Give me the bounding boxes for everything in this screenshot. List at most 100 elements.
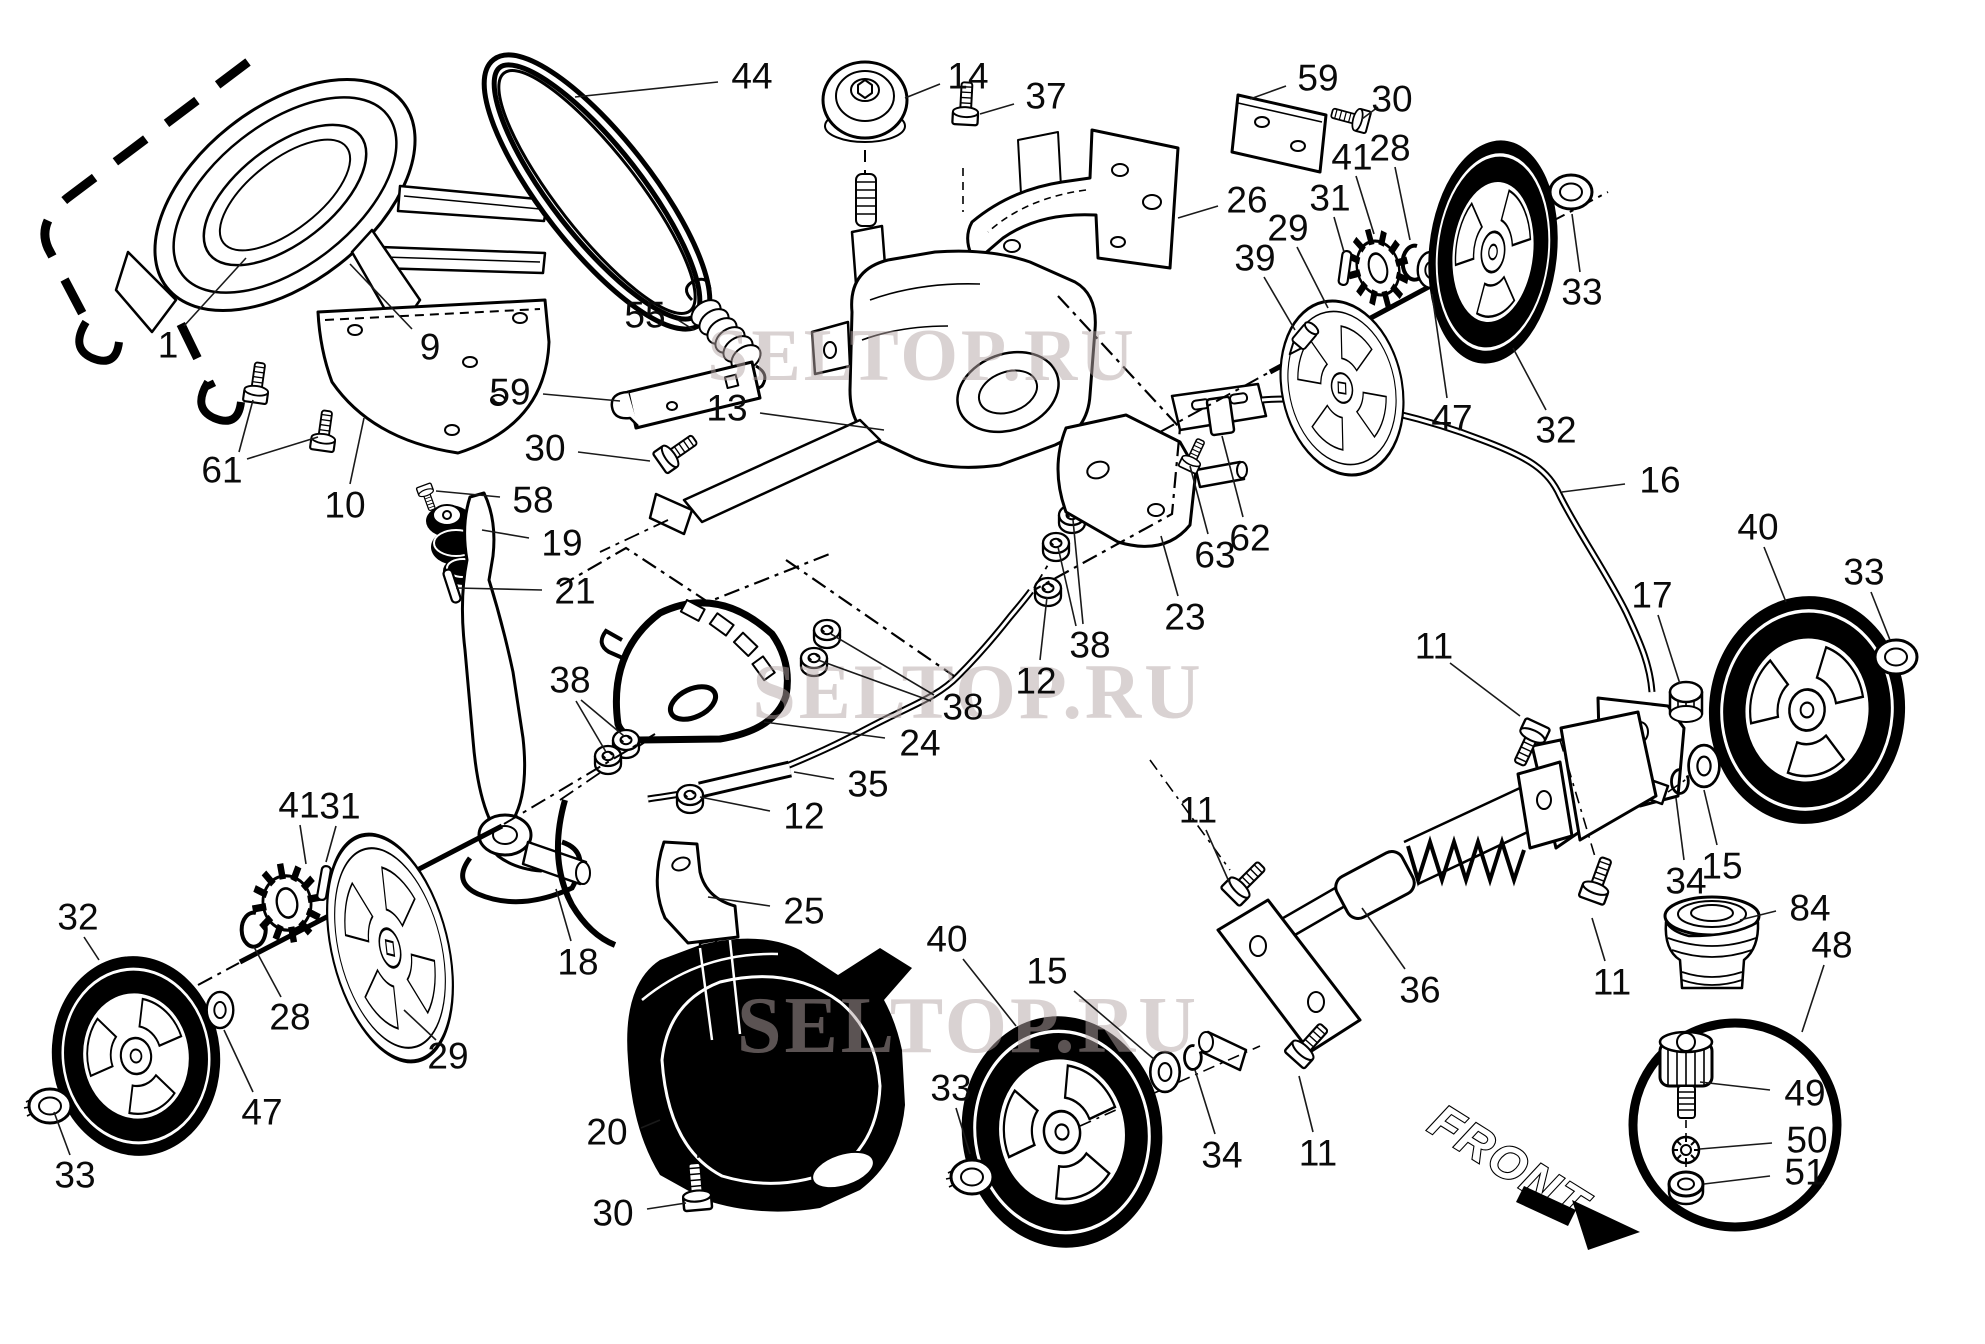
part-number-label: 84 (1789, 888, 1830, 929)
callout-10: 10 (324, 417, 366, 526)
part-number-label: 34 (1665, 861, 1706, 902)
leader-line (325, 825, 337, 863)
part-number-label: 23 (1164, 597, 1205, 638)
front-arrow-shaft (1516, 1186, 1576, 1226)
leader-line (349, 263, 413, 330)
callout-34: 34 (1194, 1069, 1243, 1176)
callout-15: 15 (1026, 951, 1156, 1061)
cap-part33-bottom (944, 1158, 995, 1196)
wheel-part40-right (1699, 587, 1915, 833)
serrated-cover-part24 (599, 599, 791, 744)
part-number-label: 41 (1331, 137, 1372, 178)
callout-44: 44 (574, 56, 773, 98)
leader-line (1431, 293, 1448, 399)
part-number-label: 29 (427, 1036, 468, 1077)
callout-16: 16 (1561, 460, 1681, 501)
part-number-label: 19 (541, 523, 582, 564)
leader-line (83, 936, 100, 961)
callout-24: 24 (763, 721, 941, 764)
callout-11: 11 (1591, 917, 1631, 1003)
leader-line (1073, 990, 1156, 1061)
leader-line (707, 896, 771, 907)
callout-63: 63 (1189, 465, 1236, 576)
part-number-label: 13 (706, 388, 747, 429)
callout-31: 31 (319, 786, 361, 863)
part-number-label: 37 (1025, 76, 1066, 117)
callout-31: 31 (1309, 178, 1351, 253)
leader-line (955, 1107, 971, 1155)
callout-12: 12 (699, 796, 825, 837)
callout-11: 11 (1298, 1075, 1337, 1174)
part-number-label: 50 (1786, 1120, 1827, 1161)
callout-32: 32 (1512, 347, 1577, 451)
centerline-dashdot-marks (559, 295, 1182, 677)
part-number-label: 24 (899, 723, 940, 764)
leader-line (403, 1009, 437, 1041)
nut-part12-a (675, 783, 705, 815)
part-number-label: 41 (278, 785, 319, 826)
leader-line (759, 412, 885, 431)
callout-30: 30 (524, 428, 651, 469)
callout-51: 51 (1703, 1152, 1826, 1193)
nut-part38 (812, 618, 842, 650)
leader-line (1394, 166, 1411, 241)
pin-part31-right (1337, 249, 1353, 287)
callout-28: 28 (1369, 128, 1411, 241)
gear-part41-left (246, 858, 329, 949)
part-number-label: 47 (1431, 398, 1472, 439)
part-number-label: 48 (1811, 925, 1852, 966)
leader-line (253, 946, 282, 998)
part-number-label: 15 (1701, 846, 1742, 887)
part-number-label: 39 (1234, 238, 1275, 279)
part-number-label: 38 (1069, 625, 1110, 666)
callout-13: 13 (706, 388, 885, 431)
leader-line (1194, 1069, 1216, 1135)
leader-line (1177, 205, 1219, 219)
part-number-label: 40 (926, 919, 967, 960)
leader-line (979, 103, 1015, 115)
ring-part28-left (239, 910, 268, 949)
grease-fitting-part39 (1288, 321, 1320, 356)
wheel-part32-left (40, 946, 232, 1166)
callout-30: 30 (1361, 79, 1413, 120)
leader-line (1057, 546, 1077, 627)
leader-line (1571, 213, 1581, 273)
callout-14: 14 (904, 56, 989, 99)
bolt-part61-a (241, 360, 274, 406)
front-direction-arrow: FRONT (1420, 1092, 1640, 1250)
leader-line (1039, 596, 1048, 661)
callout-84: 84 (1739, 888, 1831, 929)
part-number-label: 29 (1267, 208, 1308, 249)
leader-line (1355, 175, 1375, 235)
callout-47: 47 (223, 1029, 283, 1133)
leader-line (481, 529, 530, 539)
part-number-label: 9 (420, 327, 441, 368)
leader-line (1739, 910, 1777, 921)
part-number-label: 40 (1737, 507, 1778, 548)
part-number-label: 20 (586, 1112, 627, 1153)
leader-line (53, 1111, 71, 1156)
leader-line (435, 490, 501, 498)
bracket-part23 (1056, 413, 1248, 548)
leader-line (699, 796, 771, 812)
part-number-label: 58 (512, 480, 553, 521)
part-number-label: 62 (1229, 518, 1270, 559)
pulley-part14 (821, 60, 909, 225)
rear-axle-group (1159, 132, 1609, 489)
callout-40: 40 (926, 919, 1017, 1027)
leader-line (1160, 535, 1179, 597)
leader-line (574, 81, 719, 98)
leader-line (1361, 106, 1379, 120)
part-number-label: 12 (783, 796, 824, 837)
callout-38: 38 (1057, 519, 1111, 666)
callout-33: 33 (1561, 213, 1603, 313)
part-number-label: 16 (1639, 460, 1680, 501)
part-number-label: 33 (54, 1155, 95, 1196)
leader-line (575, 700, 607, 753)
leader-line (246, 436, 319, 460)
callout-20: 20 (586, 1112, 661, 1153)
callout-36: 36 (1361, 907, 1441, 1011)
part-number-label: 61 (201, 450, 242, 491)
part-number-label: 51 (1784, 1152, 1825, 1193)
